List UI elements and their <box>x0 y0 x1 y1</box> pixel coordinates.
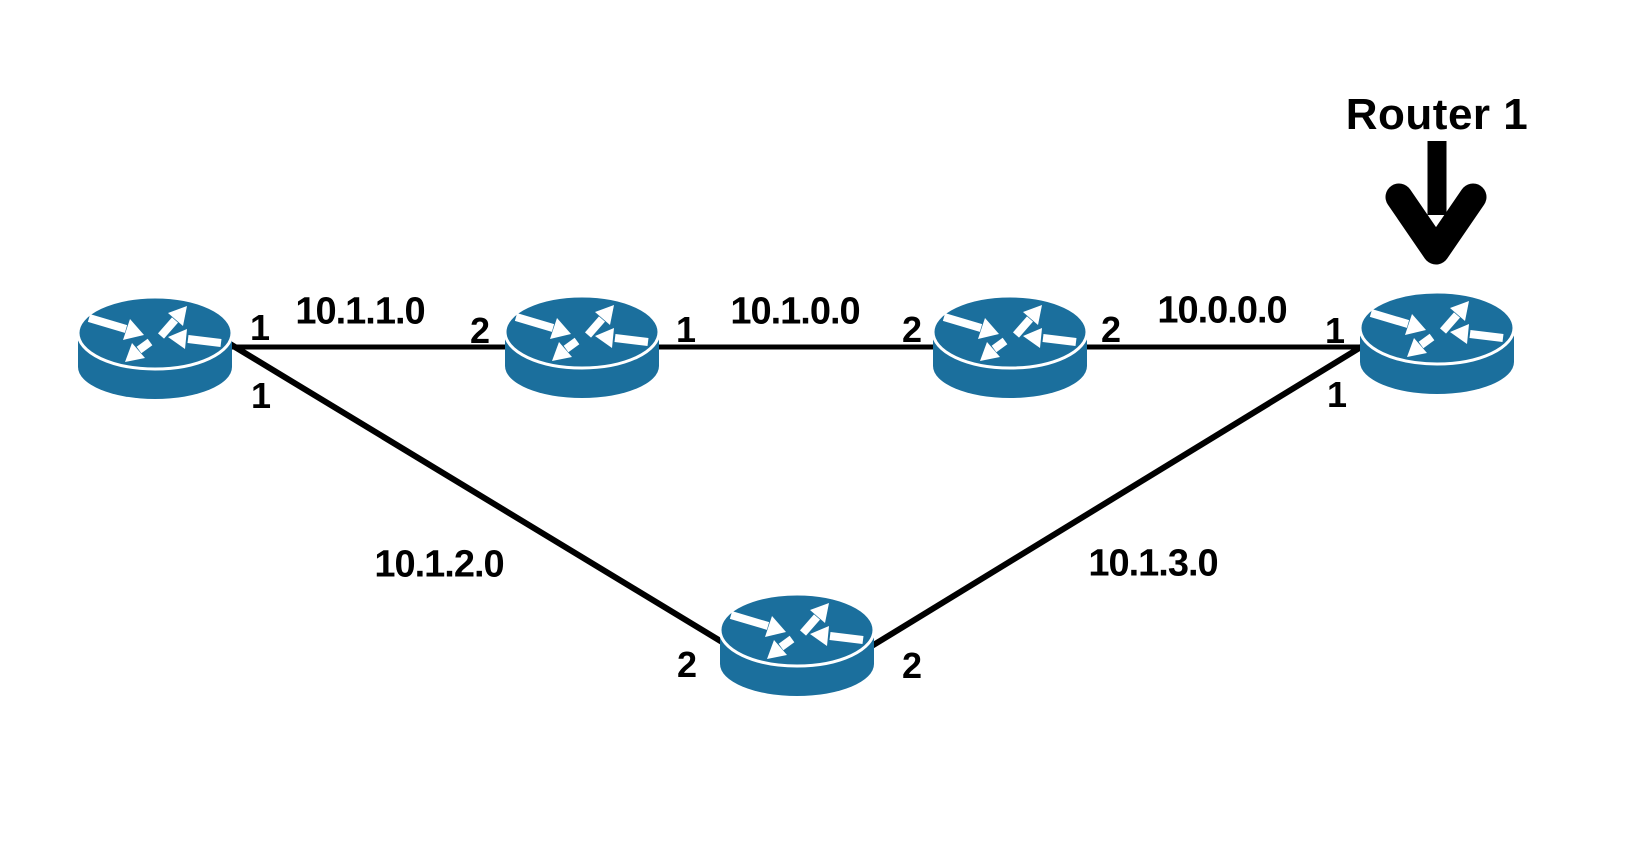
port-label-router-1-if1-top: 1 <box>1324 310 1346 351</box>
cisco-router-icon <box>1357 288 1517 398</box>
port-label-router-e-if2-right: 2 <box>901 645 923 686</box>
router-node-a <box>75 293 235 403</box>
port-label-router-e-if2-left: 2 <box>676 644 698 685</box>
port-label-router-c-if2-right: 2 <box>1100 309 1122 350</box>
network-label-10-1-2-0: 10.1.2.0 <box>374 543 504 586</box>
network-label-10-1-1-0: 10.1.1.0 <box>295 290 425 333</box>
router-node-c <box>930 292 1090 402</box>
router-node-b <box>502 292 662 402</box>
port-label-router-b-if2: 2 <box>469 310 491 351</box>
router-node-e <box>717 590 877 700</box>
cisco-router-icon <box>502 292 662 402</box>
port-label-router-a-if1-top: 1 <box>249 307 271 348</box>
network-label-10-1-0-0: 10.1.0.0 <box>730 290 860 333</box>
port-label-router-a-if1-bottom: 1 <box>250 375 272 416</box>
cisco-router-icon <box>75 293 235 403</box>
network-label-10-1-3-0: 10.1.3.0 <box>1088 542 1218 585</box>
router-1-callout-label: Router 1 <box>1345 90 1529 139</box>
cisco-router-icon <box>930 292 1090 402</box>
port-label-router-c-if2-left: 2 <box>901 309 923 350</box>
cisco-router-icon <box>717 590 877 700</box>
router-node-router-1 <box>1357 288 1517 398</box>
link-line-10-1-2-0 <box>228 341 734 651</box>
router1-pointer-arrow <box>1385 141 1487 265</box>
port-label-router-1-if1-bottom: 1 <box>1326 374 1348 415</box>
port-label-router-b-if1: 1 <box>675 309 697 350</box>
network-label-10-0-0-0: 10.0.0.0 <box>1157 289 1287 332</box>
link-line-10-1-3-0 <box>860 341 1368 655</box>
